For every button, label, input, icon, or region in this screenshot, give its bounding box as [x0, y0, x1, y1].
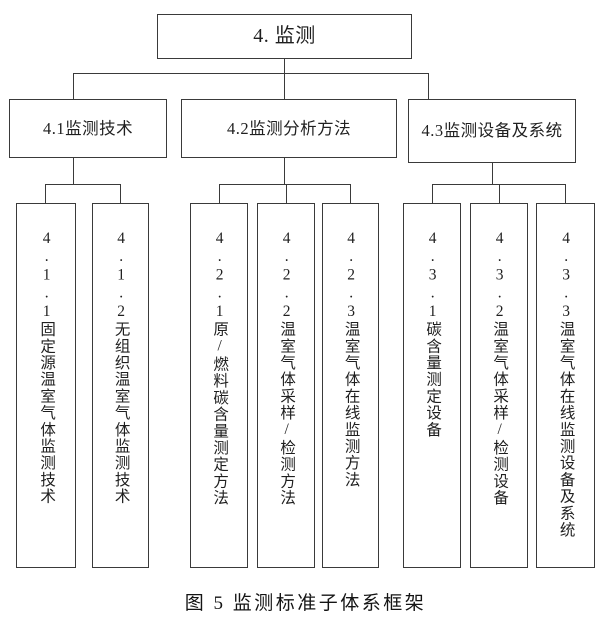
connector-root-stem — [284, 59, 286, 74]
connector-drop-branch-3 — [428, 73, 430, 99]
node-leaf-4-3-3[interactable]: 4.3.3温室气体在线监测设备及系统 — [536, 203, 595, 568]
node-branch-2-label: 4.2监测分析方法 — [226, 118, 352, 138]
connector-branch-3-stem — [492, 163, 494, 184]
node-root[interactable]: 4. 监测 — [157, 14, 412, 59]
connector-drop-leaf-2 — [120, 184, 122, 203]
node-leaf-4-1-1-label: 4.1.1固定源温室气体监测技术 — [38, 230, 56, 505]
node-branch-3-label: 4.3监测设备及系统 — [421, 121, 563, 141]
connector-drop-leaf-7 — [499, 184, 501, 203]
node-leaf-4-2-3[interactable]: 4.2.3温室气体在线监测方法 — [322, 203, 379, 568]
node-leaf-4-3-2-label: 4.3.2温室气体采样/检测设备 — [491, 230, 509, 507]
connector-drop-leaf-6 — [432, 184, 434, 203]
connector-drop-leaf-4 — [286, 184, 288, 203]
node-leaf-4-2-1[interactable]: 4.2.1原/燃料碳含量测定方法 — [190, 203, 248, 568]
node-root-label: 4. 监测 — [253, 24, 316, 47]
node-leaf-4-2-1-label: 4.2.1原/燃料碳含量测定方法 — [211, 230, 229, 507]
figure-caption: 图 5 监测标准子体系框架 — [184, 593, 427, 614]
node-leaf-4-3-3-label: 4.3.3温室气体在线监测设备及系统 — [557, 230, 575, 539]
connector-drop-leaf-8 — [565, 184, 567, 203]
connector-drop-leaf-1 — [45, 184, 47, 203]
node-leaf-4-1-2-label: 4.1.2无组织温室气体监测技术 — [112, 230, 130, 505]
node-leaf-4-2-3-label: 4.2.3温室气体在线监测方法 — [342, 230, 360, 488]
node-leaf-4-2-2[interactable]: 4.2.2温室气体采样/检测方法 — [257, 203, 315, 568]
connector-drop-branch-2 — [284, 73, 286, 99]
connector-drop-leaf-3 — [219, 184, 221, 203]
node-leaf-4-1-1[interactable]: 4.1.1固定源温室气体监测技术 — [16, 203, 76, 568]
node-branch-monitoring-technology[interactable]: 4.1监测技术 — [9, 99, 167, 158]
connector-branch-2-stem — [284, 158, 286, 184]
node-branch-equipment-systems[interactable]: 4.3监测设备及系统 — [408, 99, 576, 163]
connector-branch-1-stem — [73, 158, 75, 184]
node-branch-analysis-methods[interactable]: 4.2监测分析方法 — [181, 99, 397, 158]
connector-drop-leaf-5 — [350, 184, 352, 203]
connector-branch-2-bus — [219, 184, 351, 186]
node-leaf-4-1-2[interactable]: 4.1.2无组织温室气体监测技术 — [92, 203, 149, 568]
node-leaf-4-3-1[interactable]: 4.3.1碳含量测定设备 — [403, 203, 461, 568]
node-leaf-4-2-2-label: 4.2.2温室气体采样/检测方法 — [278, 230, 296, 507]
connector-drop-branch-1 — [73, 73, 75, 99]
connector-branch-1-bus — [45, 184, 121, 186]
connector-level2-bus — [73, 73, 429, 75]
node-leaf-4-3-1-label: 4.3.1碳含量测定设备 — [424, 230, 442, 438]
node-leaf-4-3-2[interactable]: 4.3.2温室气体采样/检测设备 — [470, 203, 528, 568]
connector-branch-3-bus — [432, 184, 565, 186]
node-branch-1-label: 4.1监测技术 — [42, 118, 134, 138]
